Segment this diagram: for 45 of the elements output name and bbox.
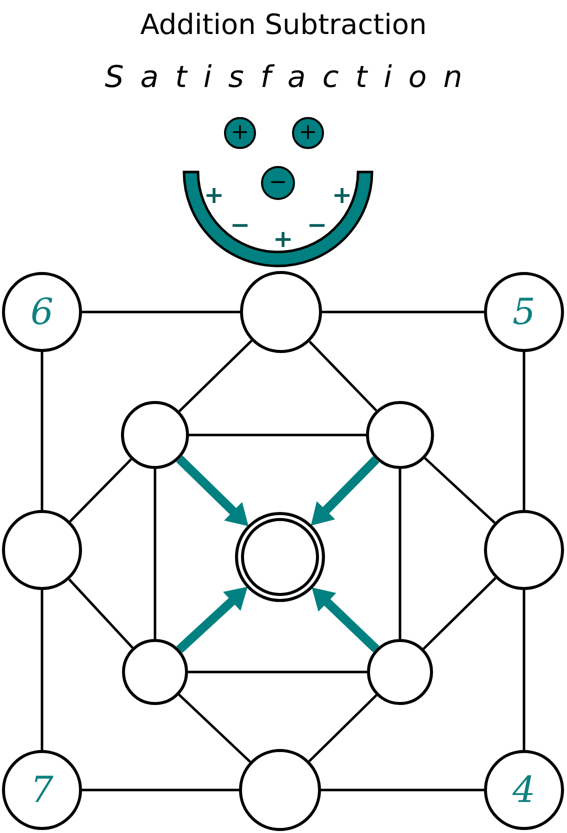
circle-node bbox=[366, 401, 434, 469]
connector-line bbox=[69, 458, 132, 522]
arrow bbox=[176, 456, 248, 526]
circle-number: 4 bbox=[512, 770, 536, 810]
connector-line bbox=[178, 694, 252, 763]
connector-line bbox=[522, 352, 526, 510]
connector-line bbox=[188, 670, 367, 674]
arrow bbox=[176, 586, 248, 653]
circle-node bbox=[367, 639, 433, 705]
connector-line bbox=[424, 457, 496, 524]
connector-line bbox=[308, 340, 378, 412]
sign-label: + bbox=[332, 183, 352, 207]
connector-line bbox=[189, 434, 366, 436]
connector-line bbox=[68, 578, 134, 649]
connector-line bbox=[40, 590, 44, 750]
charge-circle bbox=[261, 166, 295, 200]
connector-line bbox=[522, 590, 526, 750]
connector-line bbox=[422, 577, 496, 650]
circle-number: 5 bbox=[512, 292, 536, 332]
circle-node bbox=[122, 639, 188, 705]
connector-line bbox=[398, 469, 402, 639]
arrow bbox=[312, 587, 380, 652]
connector-line bbox=[154, 469, 156, 639]
charge-circle bbox=[224, 117, 256, 149]
title: Addition Subtraction bbox=[139, 8, 428, 41]
connector-line bbox=[308, 694, 378, 762]
charge-sign: + bbox=[298, 122, 318, 144]
circle-number: 6 bbox=[30, 292, 54, 332]
sign-label: + bbox=[204, 183, 224, 207]
subtitle: Satisfaction bbox=[104, 60, 480, 95]
arrow bbox=[310, 456, 380, 526]
charge-sign: + bbox=[230, 122, 250, 144]
connector-line bbox=[321, 788, 484, 792]
sign-label: − bbox=[307, 213, 328, 237]
circle-number: 7 bbox=[30, 770, 54, 810]
sign-label: + bbox=[273, 227, 294, 251]
connector-line bbox=[82, 788, 239, 792]
sign-label: − bbox=[230, 213, 250, 237]
connector-line bbox=[322, 310, 484, 314]
charge-circle bbox=[292, 117, 324, 149]
connector-line bbox=[40, 352, 44, 510]
connector-line bbox=[178, 340, 253, 412]
charge-sign: − bbox=[268, 172, 288, 194]
connector-line bbox=[82, 310, 240, 314]
circle-node bbox=[121, 401, 189, 469]
